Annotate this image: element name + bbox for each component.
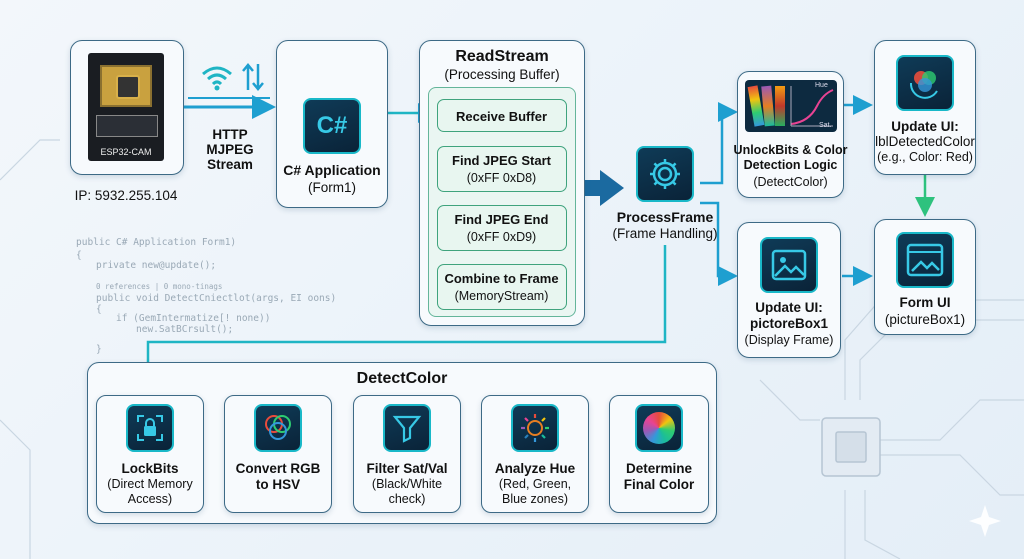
detect-step-sub: check) — [388, 492, 426, 506]
bg-code-line: { — [96, 304, 102, 315]
bg-code-line: 0 references | 0 mono-tinags — [96, 282, 223, 291]
form-ui-sub: (pictureBox1) — [884, 312, 966, 327]
detect-step-title: Analyze Hue — [494, 461, 576, 476]
detect-step-sub: (Red, Green, — [498, 477, 572, 491]
unlock-sub: (DetectColor) — [753, 175, 828, 189]
rgb-tile — [254, 404, 302, 452]
bg-code-line: public void DetectCniectlot(args, EI oon… — [96, 293, 337, 304]
bg-code-line: } — [96, 344, 102, 355]
esp32-card: ESP32-CAM — [70, 40, 184, 175]
esp32-board-image: ESP32-CAM — [88, 53, 164, 161]
detect-step-sub: Blue zones) — [501, 492, 568, 506]
detect-step-title-line2: to HSV — [255, 477, 301, 492]
color-wheel-result-tile — [635, 404, 683, 452]
color-chart-image: Hue Sat. — [745, 80, 837, 132]
unlock-title-line1: UnlockBits & Color — [733, 143, 848, 157]
csharp-sub: (Form1) — [308, 180, 356, 195]
process-gear-tile — [636, 146, 694, 202]
color-wheel-icon — [643, 412, 675, 444]
unlock-title-line2: Detection Logic — [743, 158, 838, 172]
update-picture-sub: (Display Frame) — [744, 333, 834, 347]
lock-tile — [126, 404, 174, 452]
csharp-icon-text: C# — [316, 112, 348, 139]
step-sub: (MemoryStream) — [454, 289, 549, 303]
rgb-circles-icon — [265, 415, 291, 440]
process-title: ProcessFrame — [616, 209, 714, 225]
sparkle-icon — [969, 505, 1001, 537]
readstream-sub: (Processing Buffer) — [444, 67, 560, 82]
detect-step-sub: (Black/White — [371, 477, 443, 491]
detect-step-title: Filter Sat/Val — [366, 461, 448, 476]
filter-tile — [383, 404, 431, 452]
image-icon — [771, 249, 807, 281]
bg-code-line: { — [76, 250, 82, 261]
gear-icon — [650, 159, 680, 189]
hue-sun-icon — [521, 414, 549, 442]
chip-decoration — [821, 417, 881, 477]
readstream-title: ReadStream — [455, 48, 549, 65]
update-picture-target: pictoreBox1 — [749, 316, 829, 331]
step-title: Receive Buffer — [455, 109, 548, 124]
detect-step-title: Determine — [625, 461, 693, 476]
update-label-target: lblDetectedColor — [875, 134, 975, 149]
hue-tile — [511, 404, 559, 452]
step-find-jpeg-end: Find JPEG End (0xFF 0xD9) — [437, 205, 567, 251]
color-refresh-icon — [909, 71, 938, 99]
chart-hue-label: Hue — [815, 82, 828, 89]
window-image-icon — [906, 243, 944, 277]
detectcolor-title: DetectColor — [356, 370, 448, 387]
process-sub: (Frame Handling) — [612, 226, 718, 241]
step-sub: (0xFF 0xD8) — [466, 171, 537, 185]
form-tile — [896, 232, 954, 288]
step-title: Find JPEG Start — [452, 153, 551, 168]
detect-step-title-line2: Final Color — [623, 477, 695, 492]
link-label-http: HTTP — [212, 127, 248, 142]
image-tile — [760, 237, 818, 293]
wifi-icon — [202, 66, 232, 91]
detect-step-sub: (Direct Memory — [107, 477, 193, 491]
step-title: Combine to Frame — [444, 271, 559, 286]
step-receive-buffer: Receive Buffer — [437, 99, 567, 132]
update-label-title: Update UI: — [891, 119, 959, 134]
bg-code-line: private new@update(); — [96, 260, 217, 271]
csharp-title: C# Application — [283, 162, 381, 178]
step-find-jpeg-start: Find JPEG Start (0xFF 0xD8) — [437, 146, 567, 192]
step-combine-frame: Combine to Frame (MemoryStream) — [437, 264, 567, 310]
transfer-arrows-icon — [242, 63, 264, 91]
update-picture-title: Update UI: — [755, 300, 823, 315]
csharp-icon: C# — [303, 98, 361, 154]
detect-step-analyze — [481, 395, 589, 513]
esp32-chip-label: ESP32-CAM — [100, 147, 152, 157]
detect-step-title: Convert RGB — [235, 461, 321, 476]
bg-code-line: if (GemIntermatize[! none)) — [116, 313, 271, 324]
chart-sat-label: Sat. — [819, 122, 832, 129]
lock-icon — [137, 415, 163, 441]
bg-code-line: new.SatBCrsult(); — [136, 324, 234, 335]
color-wheel-tile — [896, 55, 954, 111]
update-label-example: (e.g., Color: Red) — [877, 150, 973, 164]
link-label-stream: Stream — [207, 157, 253, 172]
step-sub: (0xFF 0xD9) — [466, 230, 537, 244]
step-title: Find JPEG End — [454, 212, 549, 227]
esp32-ip: IP: 5932.255.104 — [74, 188, 178, 203]
link-label-mjpeg: MJPEG — [206, 142, 254, 157]
bg-code-line: public C# Application Form1) — [76, 237, 237, 248]
detect-step-sub: Access) — [127, 492, 173, 506]
form-ui-title: Form UI — [899, 295, 951, 310]
filter-funnel-icon — [392, 415, 422, 443]
detect-step-title: LockBits — [121, 461, 179, 476]
